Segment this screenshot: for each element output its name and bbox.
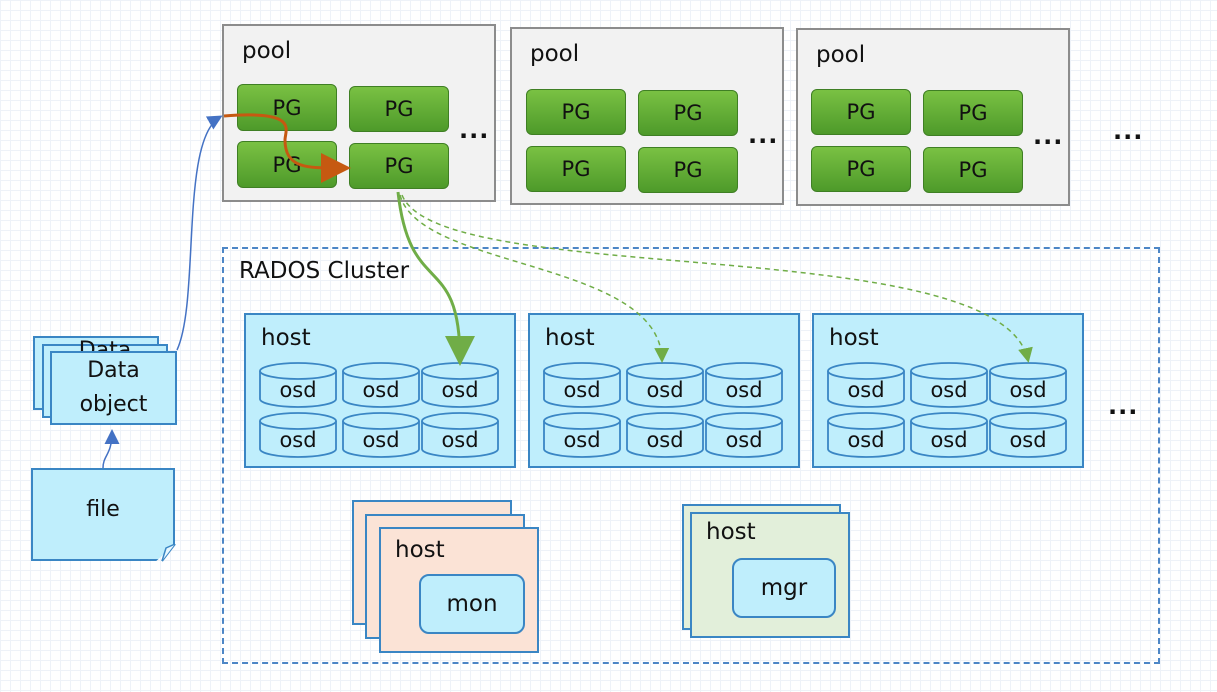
host-label: host	[706, 519, 756, 545]
object-to-pool-arrow	[176, 115, 223, 351]
pg[interactable]: PG	[923, 147, 1023, 193]
host-label: host	[395, 537, 445, 563]
osd-label[interactable]: osd	[847, 378, 885, 402]
more-pools-ellipsis: ...	[1113, 117, 1144, 145]
data-object[interactable]: Data object	[50, 351, 177, 425]
mgr-host[interactable]: host mgr	[690, 512, 850, 638]
mon-service[interactable]: mon	[419, 574, 525, 634]
osd-label[interactable]: osd	[725, 428, 763, 452]
pg[interactable]: PG	[237, 84, 337, 131]
pool-1: pool PG PG PG PG ...	[222, 24, 496, 202]
osd-label[interactable]: osd	[1009, 378, 1047, 402]
osd-label[interactable]: osd	[646, 378, 684, 402]
pool-label: pool	[816, 42, 866, 68]
osd-label[interactable]: osd	[563, 378, 601, 402]
pg[interactable]: PG	[811, 89, 911, 135]
more-pgs-ellipsis: ...	[748, 121, 779, 149]
pg[interactable]: PG	[811, 146, 911, 192]
pg[interactable]: PG	[638, 147, 738, 193]
osd-label[interactable]: osd	[1009, 428, 1047, 452]
osd-label[interactable]: osd	[847, 428, 885, 452]
osd-label[interactable]: osd	[563, 428, 601, 452]
pool-label: pool	[530, 41, 580, 67]
pg[interactable]: PG	[237, 141, 337, 188]
pool-2: pool PG PG PG PG ...	[510, 27, 784, 205]
pg[interactable]: PG	[923, 90, 1023, 136]
pg[interactable]: PG	[526, 146, 626, 192]
osd-label[interactable]: osd	[362, 428, 400, 452]
more-hosts-ellipsis: ...	[1108, 392, 1139, 420]
osd-label[interactable]: osd	[725, 378, 763, 402]
osd-label[interactable]: osd	[279, 378, 317, 402]
more-pgs-ellipsis: ...	[1033, 122, 1064, 150]
host-label: host	[261, 325, 311, 351]
host-label: host	[829, 325, 879, 351]
cluster-label: RADOS Cluster	[239, 258, 410, 284]
osd-label[interactable]: osd	[362, 378, 400, 402]
pg[interactable]: PG	[526, 89, 626, 135]
osd-label[interactable]: osd	[930, 428, 968, 452]
pool-3: pool PG PG PG PG ...	[796, 28, 1070, 206]
host-label: host	[545, 325, 595, 351]
file[interactable]: file	[31, 468, 175, 561]
osd-label[interactable]: osd	[441, 378, 479, 402]
mgr-service[interactable]: mgr	[732, 558, 836, 618]
pg[interactable]: PG	[349, 143, 449, 189]
osd-label[interactable]: osd	[930, 378, 968, 402]
mon-host[interactable]: host mon	[379, 527, 539, 653]
pg[interactable]: PG	[638, 90, 738, 136]
more-pgs-ellipsis: ...	[459, 116, 490, 144]
file-label: file	[86, 496, 120, 522]
osd-label[interactable]: osd	[441, 428, 479, 452]
data-object-line1: Data	[87, 358, 140, 383]
pg[interactable]: PG	[349, 86, 449, 132]
osd-label[interactable]: osd	[646, 428, 684, 452]
osd-label[interactable]: osd	[279, 428, 317, 452]
pool-label: pool	[242, 38, 292, 64]
file-to-object-arrow	[102, 429, 120, 469]
data-object-line2: object	[79, 392, 148, 417]
